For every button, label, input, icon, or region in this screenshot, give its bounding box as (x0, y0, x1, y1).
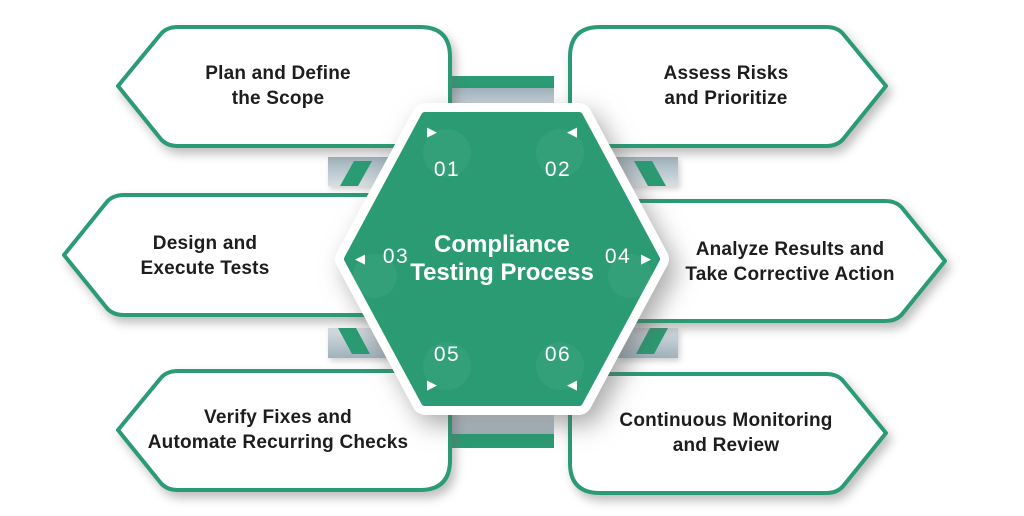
highlight-circle (536, 129, 584, 177)
label-line: Execute Tests (140, 258, 270, 279)
step-label-assess-risks: Assess Risks and Prioritize (576, 48, 876, 124)
label-line: the Scope (231, 88, 325, 109)
triangle-left-icon: ◀ (567, 376, 577, 392)
banner-shape-continuous-monitoring (568, 372, 888, 495)
highlight-circle (423, 129, 471, 177)
triangle-right-icon: ▶ (427, 123, 437, 139)
label-line: Plan and Define (205, 63, 351, 84)
triangle-right-icon: ▶ (641, 250, 651, 266)
step-number-01: 01 (433, 158, 461, 181)
label-line: Automate Recurring Checks (147, 432, 409, 453)
label-line: Assess Risks (663, 63, 789, 84)
hexagon-shape (344, 112, 660, 406)
label-line: Take Corrective Action (685, 264, 895, 285)
step-number-02: 02 (544, 158, 572, 181)
step-label-design-tests: Design and Execute Tests (70, 218, 340, 294)
title-line: Testing Process (410, 259, 594, 286)
step-label-continuous-monitoring: Continuous Monitoring and Review (576, 395, 876, 471)
step-label-plan-scope: Plan and Define the Scope (128, 48, 428, 124)
highlight-circle (353, 254, 397, 298)
label-line: Design and (152, 233, 258, 254)
step-number-06: 06 (544, 343, 572, 366)
highlight-circle (536, 342, 584, 390)
banner-shape-plan-scope (116, 25, 452, 148)
label-line: Verify Fixes and (204, 407, 352, 428)
step-label-analyze-results: Analyze Results and Take Corrective Acti… (640, 224, 940, 300)
highlight-circle (423, 342, 471, 390)
diagram-title: Compliance Testing Process (392, 227, 612, 291)
label-line: Continuous Monitoring (619, 410, 833, 431)
fold-ribbon-upper-right (611, 157, 678, 186)
label-line: and Review (672, 435, 780, 456)
triangle-right-icon: ▶ (427, 376, 437, 392)
step-number-03: 03 (382, 245, 410, 268)
connector-band-bottom (452, 412, 554, 448)
step-number-05: 05 (433, 343, 461, 366)
title-line: Compliance (433, 231, 571, 258)
step-label-verify-fixes: Verify Fixes and Automate Recurring Chec… (128, 392, 428, 468)
highlight-circle (608, 254, 652, 298)
label-line: Analyze Results and (695, 239, 885, 260)
triangle-left-icon: ◀ (567, 123, 577, 139)
banner-shape-verify-fixes (116, 369, 452, 492)
fold-ribbon-lower-right (616, 328, 678, 358)
banner-shape-assess-risks (568, 25, 888, 148)
triangle-left-icon: ◀ (355, 250, 365, 266)
step-number-04: 04 (604, 245, 632, 268)
label-line: and Prioritize (664, 88, 788, 109)
